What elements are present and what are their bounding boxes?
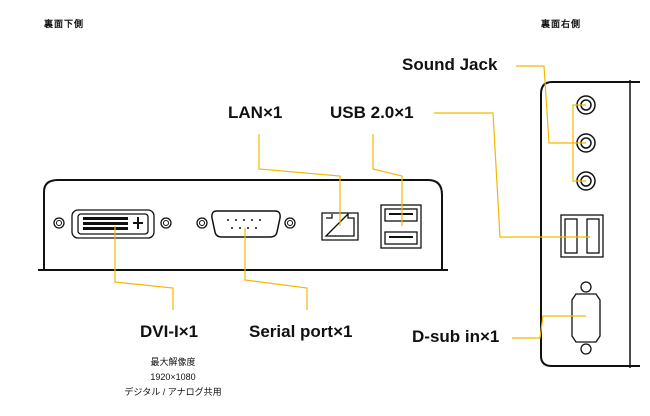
- leader-dvi: [114, 226, 174, 310]
- right-panel-outline: [540, 81, 640, 367]
- leader-dsub: [512, 315, 586, 339]
- dvi-note-signal: デジタル / アナログ共用: [124, 387, 222, 397]
- leader-lan: [258, 134, 341, 226]
- leader-usb-right: [434, 112, 590, 238]
- label-dvi: DVI-I×1: [140, 322, 199, 341]
- label-serial: Serial port×1: [249, 322, 353, 341]
- usb-connector-right: [560, 214, 604, 258]
- bottom-side-title: 裏面下側: [44, 19, 85, 29]
- dvi-connector: [53, 209, 172, 239]
- leader-usb: [372, 134, 403, 226]
- leader-sound: [516, 65, 586, 144]
- dsub-connector: [571, 281, 601, 355]
- leader-serial: [244, 228, 308, 310]
- label-usb: USB 2.0×1: [330, 103, 414, 122]
- dvi-note-resolution: 1920×1080: [150, 372, 196, 382]
- usb-connector-bottom: [380, 204, 422, 249]
- label-lan: LAN×1: [228, 103, 283, 122]
- dvi-notes: 最大解像度 1920×1080 デジタル / アナログ共用: [118, 355, 228, 400]
- label-sound: Sound Jack: [402, 55, 498, 74]
- label-dsub: D-sub in×1: [412, 327, 500, 346]
- bottom-panel-outline: [43, 179, 443, 270]
- right-side-title: 裏面右側: [541, 19, 582, 29]
- dvi-note-title: 最大解像度: [150, 357, 196, 367]
- leader-lines: [114, 65, 590, 339]
- serial-connector: [196, 210, 296, 238]
- lan-connector: [321, 212, 359, 241]
